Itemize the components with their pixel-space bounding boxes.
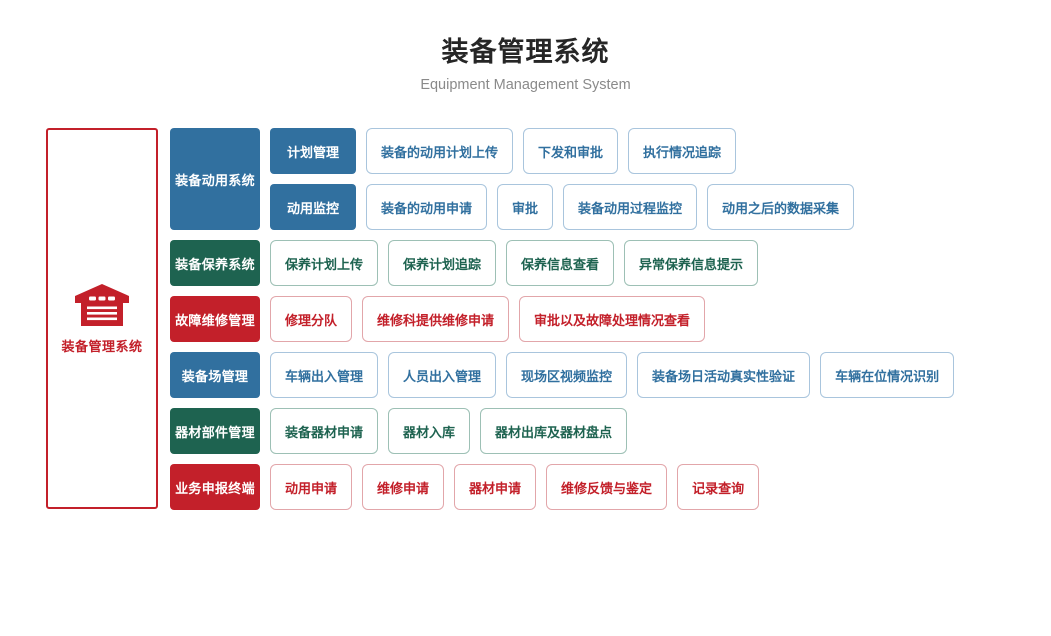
feature-card[interactable]: 记录查询 [677,464,760,510]
feature-card[interactable]: 装备的动用计划上传 [366,128,514,174]
feature-card[interactable]: 车辆在位情况识别 [820,352,955,398]
feature-card[interactable]: 维修反馈与鉴定 [546,464,668,510]
page-header: 装备管理系统 Equipment Management System [0,34,1051,96]
spacer [260,240,270,286]
spacer [536,464,546,510]
spacer [260,296,270,342]
spacer [496,352,506,398]
spacer [378,352,388,398]
spacer [260,464,270,510]
spacer [810,352,820,398]
feature-card[interactable]: 装备场日活动真实性验证 [637,352,811,398]
feature-card[interactable]: 修理分队 [270,296,353,342]
spacer [496,240,506,286]
subblock-deployment-monitoring[interactable]: 动用监控 [270,184,356,230]
feature-card[interactable]: 动用申请 [270,464,353,510]
feature-card[interactable]: 审批以及故障处理情况查看 [519,296,706,342]
module-row-fault-repair: 故障维修管理 修理分队 维修科提供维修申请 审批以及故障处理情况查看 [170,296,1030,342]
module-line-deployment-monitoring: 动用监控 装备的动用申请 审批 装备动用过程监控 动用之后的数据采集 [270,184,855,230]
feature-card[interactable]: 保养信息查看 [506,240,615,286]
spacer [470,408,480,454]
feature-card[interactable]: 装备动用过程监控 [563,184,698,230]
feature-card[interactable]: 审批 [497,184,554,230]
feature-card[interactable]: 动用之后的数据采集 [707,184,855,230]
module-grid: 装备动用系统 计划管理 装备的动用计划上传 下发和审批 执行情况追踪 动用监控 … [170,128,1030,520]
module-block-equipment-deployment[interactable]: 装备动用系统 [170,128,260,230]
feature-card[interactable]: 装备的动用申请 [366,184,488,230]
page-title: 装备管理系统 [441,37,610,67]
feature-card[interactable]: 执行情况追踪 [628,128,737,174]
feature-card[interactable]: 下发和审批 [523,128,619,174]
module-row-parts-management: 器材部件管理 装备器材申请 器材入库 器材出库及器材盘点 [170,408,1030,454]
subblock-plan-management[interactable]: 计划管理 [270,128,356,174]
spacer [627,352,637,398]
spacer [667,464,677,510]
feature-card[interactable]: 维修申请 [362,464,445,510]
module-row-lines: 计划管理 装备的动用计划上传 下发和审批 执行情况追踪 动用监控 装备的动用申请… [270,128,855,230]
feature-card[interactable]: 装备器材申请 [270,408,379,454]
page-subtitle: Equipment Management System [420,77,631,93]
spacer [444,464,454,510]
module-row-maintenance-plan: 装备保养系统 保养计划上传 保养计划追踪 保养信息查看 异常保养信息提示 [170,240,1030,286]
feature-card[interactable]: 车辆出入管理 [270,352,379,398]
feature-card[interactable]: 现场区视频监控 [506,352,628,398]
module-row-equipment-deployment: 装备动用系统 计划管理 装备的动用计划上传 下发和审批 执行情况追踪 动用监控 … [170,128,1030,230]
spacer [378,240,388,286]
feature-card[interactable]: 器材出库及器材盘点 [480,408,628,454]
module-block-fault-repair[interactable]: 故障维修管理 [170,296,260,342]
spacer [614,240,624,286]
module-row-business-declaration: 业务申报终端 动用申请 维修申请 器材申请 维修反馈与鉴定 记录查询 [170,464,1030,510]
feature-card[interactable]: 异常保养信息提示 [624,240,759,286]
spacer [352,464,362,510]
module-block-business-declaration[interactable]: 业务申报终端 [170,464,260,510]
feature-card[interactable]: 器材入库 [388,408,471,454]
feature-card[interactable]: 保养计划上传 [270,240,379,286]
feature-card[interactable]: 维修科提供维修申请 [362,296,510,342]
feature-card[interactable]: 保养计划追踪 [388,240,497,286]
spacer [352,296,362,342]
warehouse-icon [75,283,129,326]
module-block-maintenance-plan[interactable]: 装备保养系统 [170,240,260,286]
module-line-plan-management: 计划管理 装备的动用计划上传 下发和审批 执行情况追踪 [270,128,854,174]
system-overview-label: 装备管理系统 [61,338,143,354]
spacer [509,296,519,342]
feature-card[interactable]: 器材申请 [454,464,537,510]
system-overview-panel[interactable]: 装备管理系统 [46,128,158,509]
spacer [260,352,270,398]
module-block-depot-management[interactable]: 装备场管理 [170,352,260,398]
spacer [260,408,270,454]
spacer [378,408,388,454]
feature-card[interactable]: 人员出入管理 [388,352,497,398]
module-block-parts-management[interactable]: 器材部件管理 [170,408,260,454]
module-row-depot-management: 装备场管理 车辆出入管理 人员出入管理 现场区视频监控 装备场日活动真实性验证 … [170,352,1030,398]
